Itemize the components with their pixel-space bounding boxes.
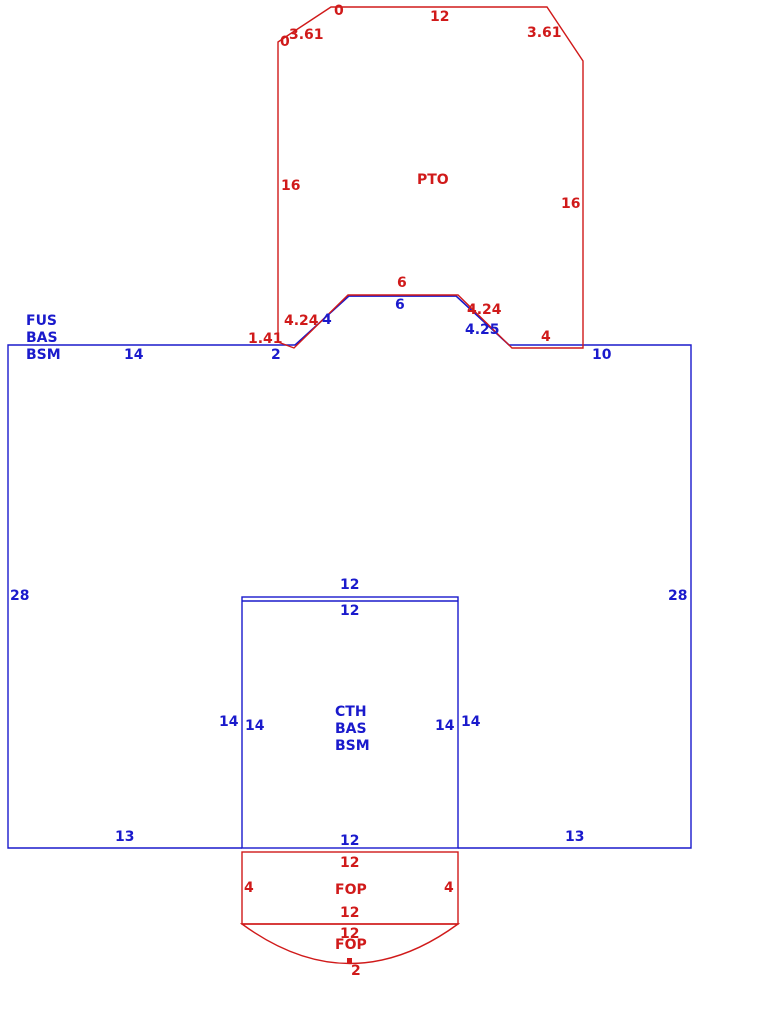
dim-pto-424-right: 4.24 [467,302,502,318]
main-area-label-3: BSM [26,347,61,363]
dim-main-left: 28 [10,588,29,604]
dim-pto-top-361-right: 3.61 [527,25,562,41]
dim-pto-top-0b: 0 [280,34,290,50]
dim-main-bottom-right: 13 [565,829,584,845]
dim-main-top-right: 10 [592,347,612,363]
dim-fop2-2: 2 [351,963,361,979]
dim-pto-top-12: 12 [430,9,449,25]
dim-main-bottom-left: 13 [115,829,134,845]
dim-pto-left-16: 16 [281,178,300,194]
main-area-label-2: BAS [26,330,58,346]
dim-pto-top-361-left: 3.61 [289,27,324,43]
fop-upper-area-label: FOP [335,882,367,898]
dim-fop1-left: 4 [244,880,254,896]
main-area-label-1: FUS [26,313,57,329]
main-outline [7,295,692,849]
dim-fop2-top: 12 [340,926,359,942]
fop-lower-marker [347,958,352,963]
dim-cth-top-outer: 12 [340,577,359,593]
dim-cth-top-inner: 12 [340,603,359,619]
cth-area-label-1: CTH [335,704,367,720]
dim-pto-141: 1.41 [248,331,283,347]
dim-main-top-2: 2 [271,347,281,363]
dim-cth-left-inner: 14 [245,718,265,734]
dim-cth-left-outer: 14 [219,714,239,730]
fop-lower-outline [239,923,461,965]
dim-pto-top-0: 0 [334,3,344,19]
dim-pto-4: 4 [541,329,551,345]
pto-outline [277,6,584,349]
dim-fop1-bottom: 12 [340,905,359,921]
dim-fop1-right: 4 [444,880,454,896]
dim-main-step-6: 6 [395,297,405,313]
dim-pto-424-left: 4.24 [284,313,319,329]
dim-main-top-left: 14 [124,347,144,363]
cth-area-label-2: BAS [335,721,367,737]
dim-main-step-425: 4.25 [465,322,500,338]
dim-cth-bottom: 12 [340,833,359,849]
cth-area-label-3: BSM [335,738,370,754]
dim-fop1-top: 12 [340,855,359,871]
dim-main-right: 28 [668,588,687,604]
cth-outline [241,596,459,849]
dim-cth-right-inner: 14 [435,718,455,734]
pto-area-label: PTO [417,172,449,188]
dim-pto-6: 6 [397,275,407,291]
dim-cth-right-outer: 14 [461,714,481,730]
dim-pto-right-16: 16 [561,196,580,212]
fop-lower-area-label: FOP [335,937,367,953]
dim-main-step-4: 4 [322,312,332,328]
